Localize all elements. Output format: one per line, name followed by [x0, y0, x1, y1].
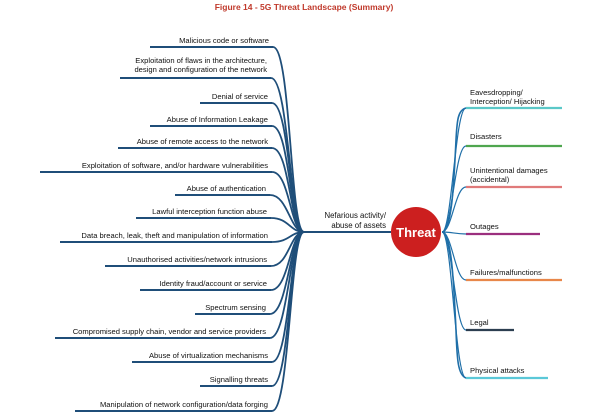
threat-type-label: Physical attacks	[470, 366, 525, 375]
right-branch	[441, 145, 467, 233]
right-branch	[441, 231, 467, 235]
threat-category-label: Abuse of virtualization mechanisms	[148, 351, 268, 360]
threat-category-label: Signalling threats	[209, 375, 268, 384]
right-branch	[441, 186, 467, 233]
threat-type-label: Eavesdropping/ Interception/ Hijacking	[470, 88, 545, 106]
threat-type-label: Legal	[470, 318, 489, 327]
threat-category-label: Unauthorised activities/network intrusio…	[127, 255, 267, 264]
threat-type-label: Unintentional damages (accidental)	[470, 166, 548, 184]
threat-category-label: Identity fraud/account or service	[159, 279, 267, 288]
threat-node: Threat	[391, 207, 441, 257]
threat-category-label: Exploitation of software, and/or hardwar…	[81, 161, 268, 170]
threat-type-label: Outages	[470, 222, 499, 231]
threat-category-label: Abuse of Information Leakage	[166, 115, 268, 124]
threat-category-label: Denial of service	[211, 92, 268, 101]
figure-title: Figure 14 - 5G Threat Landscape (Summary…	[214, 2, 394, 12]
right-branch	[441, 231, 467, 379]
threat-category-label: Exploitation of flaws in the architectur…	[134, 56, 267, 74]
threat-label: Threat	[396, 224, 436, 240]
hub-label: Nefarious activity/ abuse of assets	[324, 211, 386, 230]
right-branch	[441, 107, 467, 233]
threat-type-label: Failures/malfunctions	[470, 268, 542, 277]
threat-category-label: Abuse of authentication	[186, 184, 266, 193]
threat-type-label: Disasters	[470, 132, 502, 141]
threat-category-label: Abuse of remote access to the network	[136, 137, 268, 146]
threat-category-label: Manipulation of network configuration/da…	[99, 400, 268, 409]
threat-category-label: Data breach, leak, theft and manipulatio…	[81, 231, 268, 240]
left-branch	[271, 231, 305, 412]
threat-category-label: Malicious code or software	[179, 36, 269, 45]
threat-category-label: Spectrum sensing	[205, 303, 266, 312]
threat-category-label: Compromised supply chain, vendor and ser…	[72, 327, 266, 336]
threat-category-label: Lawful interception function abuse	[152, 207, 267, 216]
left-branch	[272, 46, 305, 233]
right-spine-up	[441, 107, 467, 233]
